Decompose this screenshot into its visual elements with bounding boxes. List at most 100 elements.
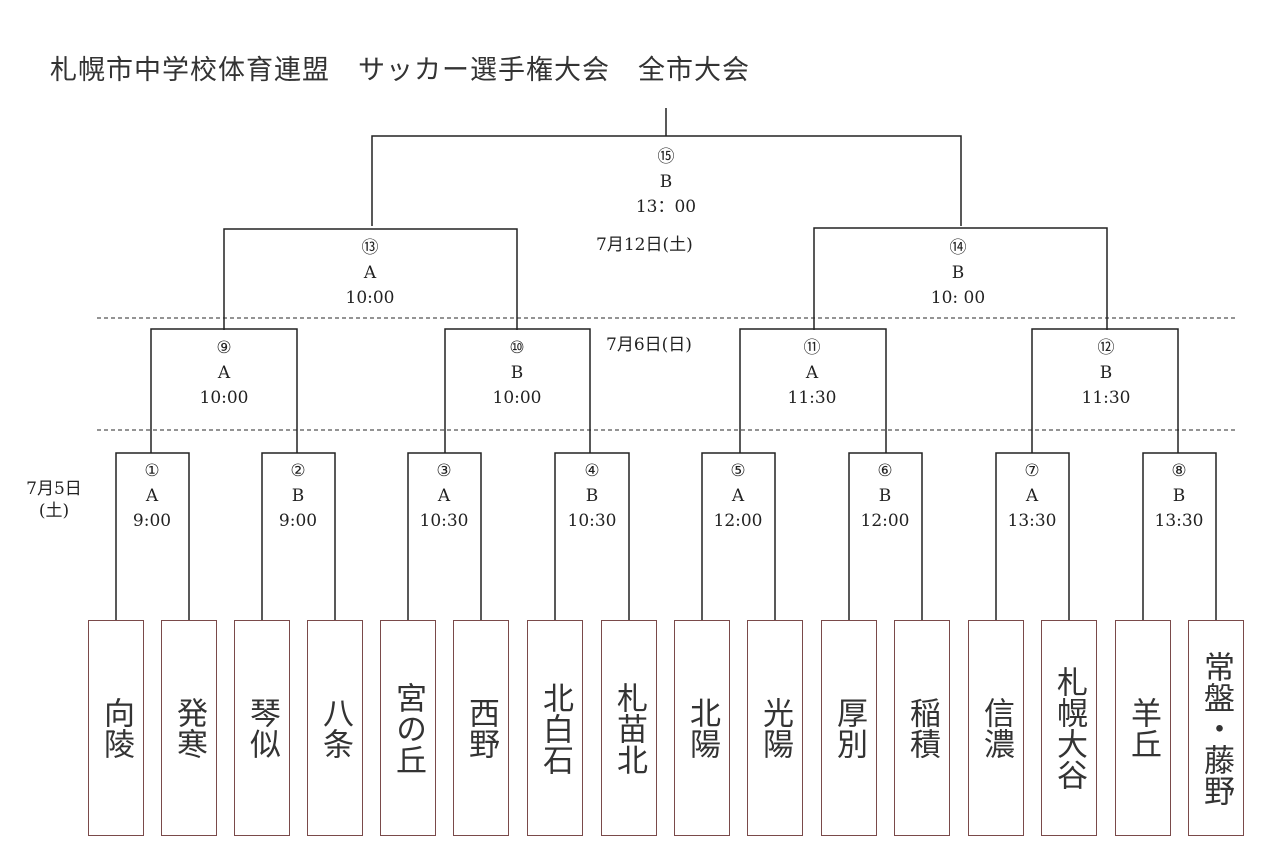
match-number: ⑥ bbox=[877, 461, 893, 481]
date-round1-day: (土) bbox=[38, 501, 70, 521]
match-court: A bbox=[145, 486, 159, 506]
bracket-semi-13 bbox=[223, 228, 518, 330]
team-name: 常盤・藤野 bbox=[1198, 650, 1234, 806]
page-title: 札幌市中学校体育連盟 サッカー選手権大会 全市大会 bbox=[50, 55, 750, 86]
team-name: 発寒 bbox=[171, 697, 207, 759]
match-label-12: ⑫ B 11:30 bbox=[1066, 336, 1146, 411]
match-label-13: ⑬ A 10:00 bbox=[330, 236, 410, 311]
match-court: A bbox=[1025, 486, 1039, 506]
match-court: A bbox=[217, 363, 231, 383]
team-box: 札苗北 bbox=[601, 620, 657, 836]
match-court: B bbox=[878, 486, 892, 506]
match-court: A bbox=[731, 486, 745, 506]
team-box: 厚別 bbox=[821, 620, 877, 836]
match-label-2: ② B 9:00 bbox=[258, 459, 338, 534]
bracket-final bbox=[371, 108, 962, 226]
match-court: A bbox=[363, 263, 377, 283]
date-round1-text: 7月5日 bbox=[26, 479, 82, 499]
match-label-1: ① A 9:00 bbox=[112, 459, 192, 534]
match-time: 10:00 bbox=[345, 288, 395, 308]
match-label-3: ③ A 10:30 bbox=[404, 459, 484, 534]
team-name: 西野 bbox=[463, 697, 499, 759]
match-number: ④ bbox=[584, 461, 600, 481]
team-box: 稲積 bbox=[894, 620, 950, 836]
team-name: 札苗北 bbox=[611, 681, 647, 775]
team-name: 稲積 bbox=[904, 697, 940, 759]
match-label-4: ④ B 10:30 bbox=[552, 459, 632, 534]
date-round2: 7月6日(日) bbox=[606, 335, 692, 355]
match-time: 10:30 bbox=[567, 511, 617, 531]
match-court: B bbox=[585, 486, 599, 506]
match-court: A bbox=[437, 486, 451, 506]
match-number: ① bbox=[144, 461, 160, 481]
team-box: 八条 bbox=[307, 620, 363, 836]
team-name: 光陽 bbox=[757, 697, 793, 759]
match-court: B bbox=[951, 263, 965, 283]
match-label-6: ⑥ B 12:00 bbox=[845, 459, 925, 534]
match-time: 9:00 bbox=[278, 511, 318, 531]
match-time: 10:30 bbox=[419, 511, 469, 531]
match-number: ⑤ bbox=[730, 461, 746, 481]
match-time: 10:00 bbox=[199, 388, 249, 408]
match-label-5: ⑤ A 12:00 bbox=[698, 459, 778, 534]
bracket-r1-1 bbox=[115, 452, 190, 620]
match-time: 11:30 bbox=[787, 388, 837, 408]
match-time: 13:30 bbox=[1007, 511, 1057, 531]
match-time: 10:00 bbox=[492, 388, 542, 408]
match-time: 13：00 bbox=[635, 197, 697, 217]
match-number: ⑭ bbox=[949, 238, 967, 258]
match-number: ⑬ bbox=[361, 238, 379, 258]
match-number: ⑦ bbox=[1024, 461, 1040, 481]
bracket-qf-9 bbox=[150, 328, 298, 453]
match-number: ③ bbox=[436, 461, 452, 481]
team-name: 北陽 bbox=[684, 697, 720, 759]
bracket-qf-11 bbox=[739, 328, 887, 453]
team-box: 光陽 bbox=[747, 620, 803, 836]
bracket-semi-14 bbox=[813, 227, 1108, 330]
team-box: 信濃 bbox=[968, 620, 1024, 836]
team-box: 羊丘 bbox=[1115, 620, 1171, 836]
bracket-r1-3 bbox=[407, 452, 482, 620]
match-time: 9:00 bbox=[132, 511, 172, 531]
bracket-r1-6 bbox=[848, 452, 923, 620]
bracket-r1-2 bbox=[261, 452, 336, 620]
match-number: ⑫ bbox=[1097, 338, 1115, 358]
match-court: B bbox=[1099, 363, 1113, 383]
match-label-9: ⑨ A 10:00 bbox=[184, 336, 264, 411]
bracket-r1-8 bbox=[1142, 452, 1217, 620]
match-court: A bbox=[805, 363, 819, 383]
match-court: B bbox=[510, 363, 524, 383]
match-label-8: ⑧ B 13:30 bbox=[1139, 459, 1219, 534]
team-box: 西野 bbox=[453, 620, 509, 836]
match-court: B bbox=[291, 486, 305, 506]
team-name: 札幌大谷 bbox=[1051, 666, 1087, 790]
match-court: B bbox=[1172, 486, 1186, 506]
match-number: ⑨ bbox=[216, 338, 232, 358]
match-time: 12:00 bbox=[860, 511, 910, 531]
match-label-7: ⑦ A 13:30 bbox=[992, 459, 1072, 534]
match-label-10: ⑩ B 10:00 bbox=[477, 336, 557, 411]
team-box: 北白石 bbox=[527, 620, 583, 836]
match-number: ⑮ bbox=[657, 147, 675, 167]
team-box: 常盤・藤野 bbox=[1188, 620, 1244, 836]
match-label-14: ⑭ B 10: 00 bbox=[918, 236, 998, 311]
team-name: 向陵 bbox=[98, 697, 134, 759]
team-name: 厚別 bbox=[831, 697, 867, 759]
match-time: 10: 00 bbox=[930, 288, 986, 308]
match-time: 13:30 bbox=[1154, 511, 1204, 531]
match-court: B bbox=[659, 172, 673, 192]
team-name: 信濃 bbox=[978, 697, 1014, 759]
bracket-r1-7 bbox=[995, 452, 1070, 620]
date-final: 7月12日(土) bbox=[596, 235, 693, 255]
team-name: 羊丘 bbox=[1125, 697, 1161, 759]
team-box: 札幌大谷 bbox=[1041, 620, 1097, 836]
match-number: ⑧ bbox=[1171, 461, 1187, 481]
match-time: 12:00 bbox=[713, 511, 763, 531]
team-box: 発寒 bbox=[161, 620, 217, 836]
match-number: ⑪ bbox=[803, 338, 821, 358]
match-label-11: ⑪ A 11:30 bbox=[772, 336, 852, 411]
match-label-15: ⑮ B 13：00 bbox=[626, 145, 706, 220]
bracket-r1-4 bbox=[554, 452, 630, 620]
bracket-r1-5 bbox=[701, 452, 776, 620]
